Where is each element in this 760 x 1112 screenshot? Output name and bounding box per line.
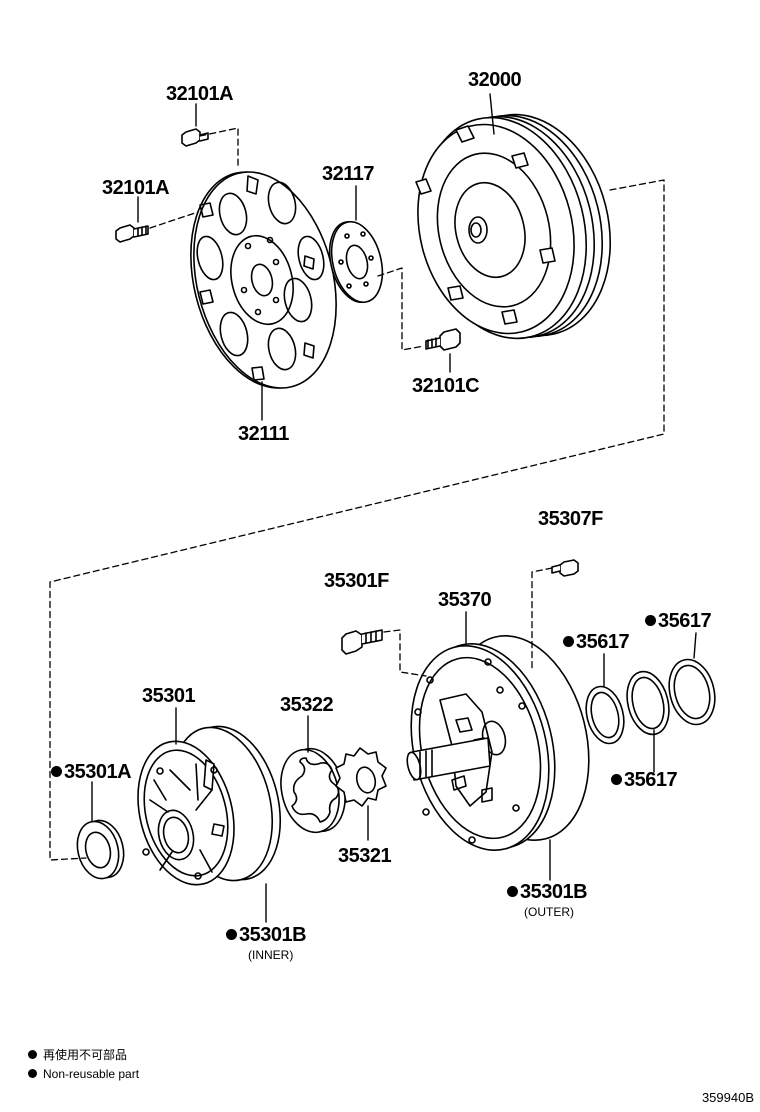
drive-gear-35321 [335, 747, 387, 807]
assembly-dash-lines [49, 127, 665, 861]
seal-ring-2 [626, 670, 670, 736]
bolt-35301F [341, 629, 383, 655]
non-reusable-dot [226, 929, 237, 940]
leader-lines [91, 93, 697, 923]
part-number: 35301B [239, 924, 307, 946]
part-label-35322: 35322 [280, 694, 334, 716]
seal-ring-3 [668, 658, 716, 726]
part-number: 35301A [64, 761, 132, 783]
seal-ring-1 [585, 685, 625, 745]
part-label-35321: 35321 [338, 845, 392, 867]
part-label-35370: 35370 [438, 589, 492, 611]
oil-seal-35301A [76, 819, 125, 880]
legend-dot [28, 1050, 37, 1059]
inner-note: (INNER) [248, 948, 294, 962]
legend-japanese: 再使用不可部品 [28, 1049, 127, 1061]
non-reusable-dot [51, 766, 62, 777]
legend-text-jp: 再使用不可部品 [43, 1048, 128, 1062]
part-label-35301B-inner: 35301B [226, 924, 307, 946]
part-label-35301F: 35301F [324, 570, 389, 592]
legend-text-en: Non-reusable part [43, 1067, 140, 1081]
drive-plate [190, 171, 337, 389]
bolt-32101A-top [181, 128, 209, 147]
part-label-35301B-outer: 35301B [507, 881, 588, 903]
bolt-32101A-left [115, 224, 149, 243]
part-label-35307F: 35307F [538, 508, 603, 530]
part-number: 35617 [576, 631, 630, 653]
part-label-35301A: 35301A [51, 761, 132, 783]
part-label-32101A-left: 32101A [102, 177, 170, 199]
part-label-32111: 32111 [238, 423, 289, 445]
spacer-plate [328, 220, 384, 304]
part-label-35617-right: 35617 [645, 610, 712, 632]
torque-converter [415, 113, 612, 340]
legend-english: Non-reusable part [28, 1068, 139, 1080]
part-number: 35617 [658, 610, 712, 632]
non-reusable-dot [645, 615, 656, 626]
outer-note: (OUTER) [524, 905, 574, 919]
non-reusable-dot [611, 774, 622, 785]
part-label-32117: 32117 [322, 163, 375, 185]
part-label-35301: 35301 [142, 685, 196, 707]
part-label-32000: 32000 [468, 69, 522, 91]
non-reusable-dot [563, 636, 574, 647]
part-number: 35301B [520, 881, 588, 903]
diagram-reference-number: 359940B [701, 1090, 754, 1105]
part-label-35617-mid: 35617 [563, 631, 630, 653]
part-label-35617-low: 35617 [611, 769, 678, 791]
legend-dot [28, 1069, 37, 1078]
part-label-32101A-top: 32101A [166, 83, 234, 105]
oil-pump-cover-35370 [406, 635, 590, 851]
driven-gear-35322 [280, 747, 346, 834]
part-label-32101C: 32101C [412, 375, 480, 397]
bolt-32101C [425, 328, 461, 351]
part-number: 35617 [624, 769, 678, 791]
bolt-35307F [551, 559, 579, 577]
pump-body [137, 725, 282, 886]
non-reusable-dot [507, 886, 518, 897]
